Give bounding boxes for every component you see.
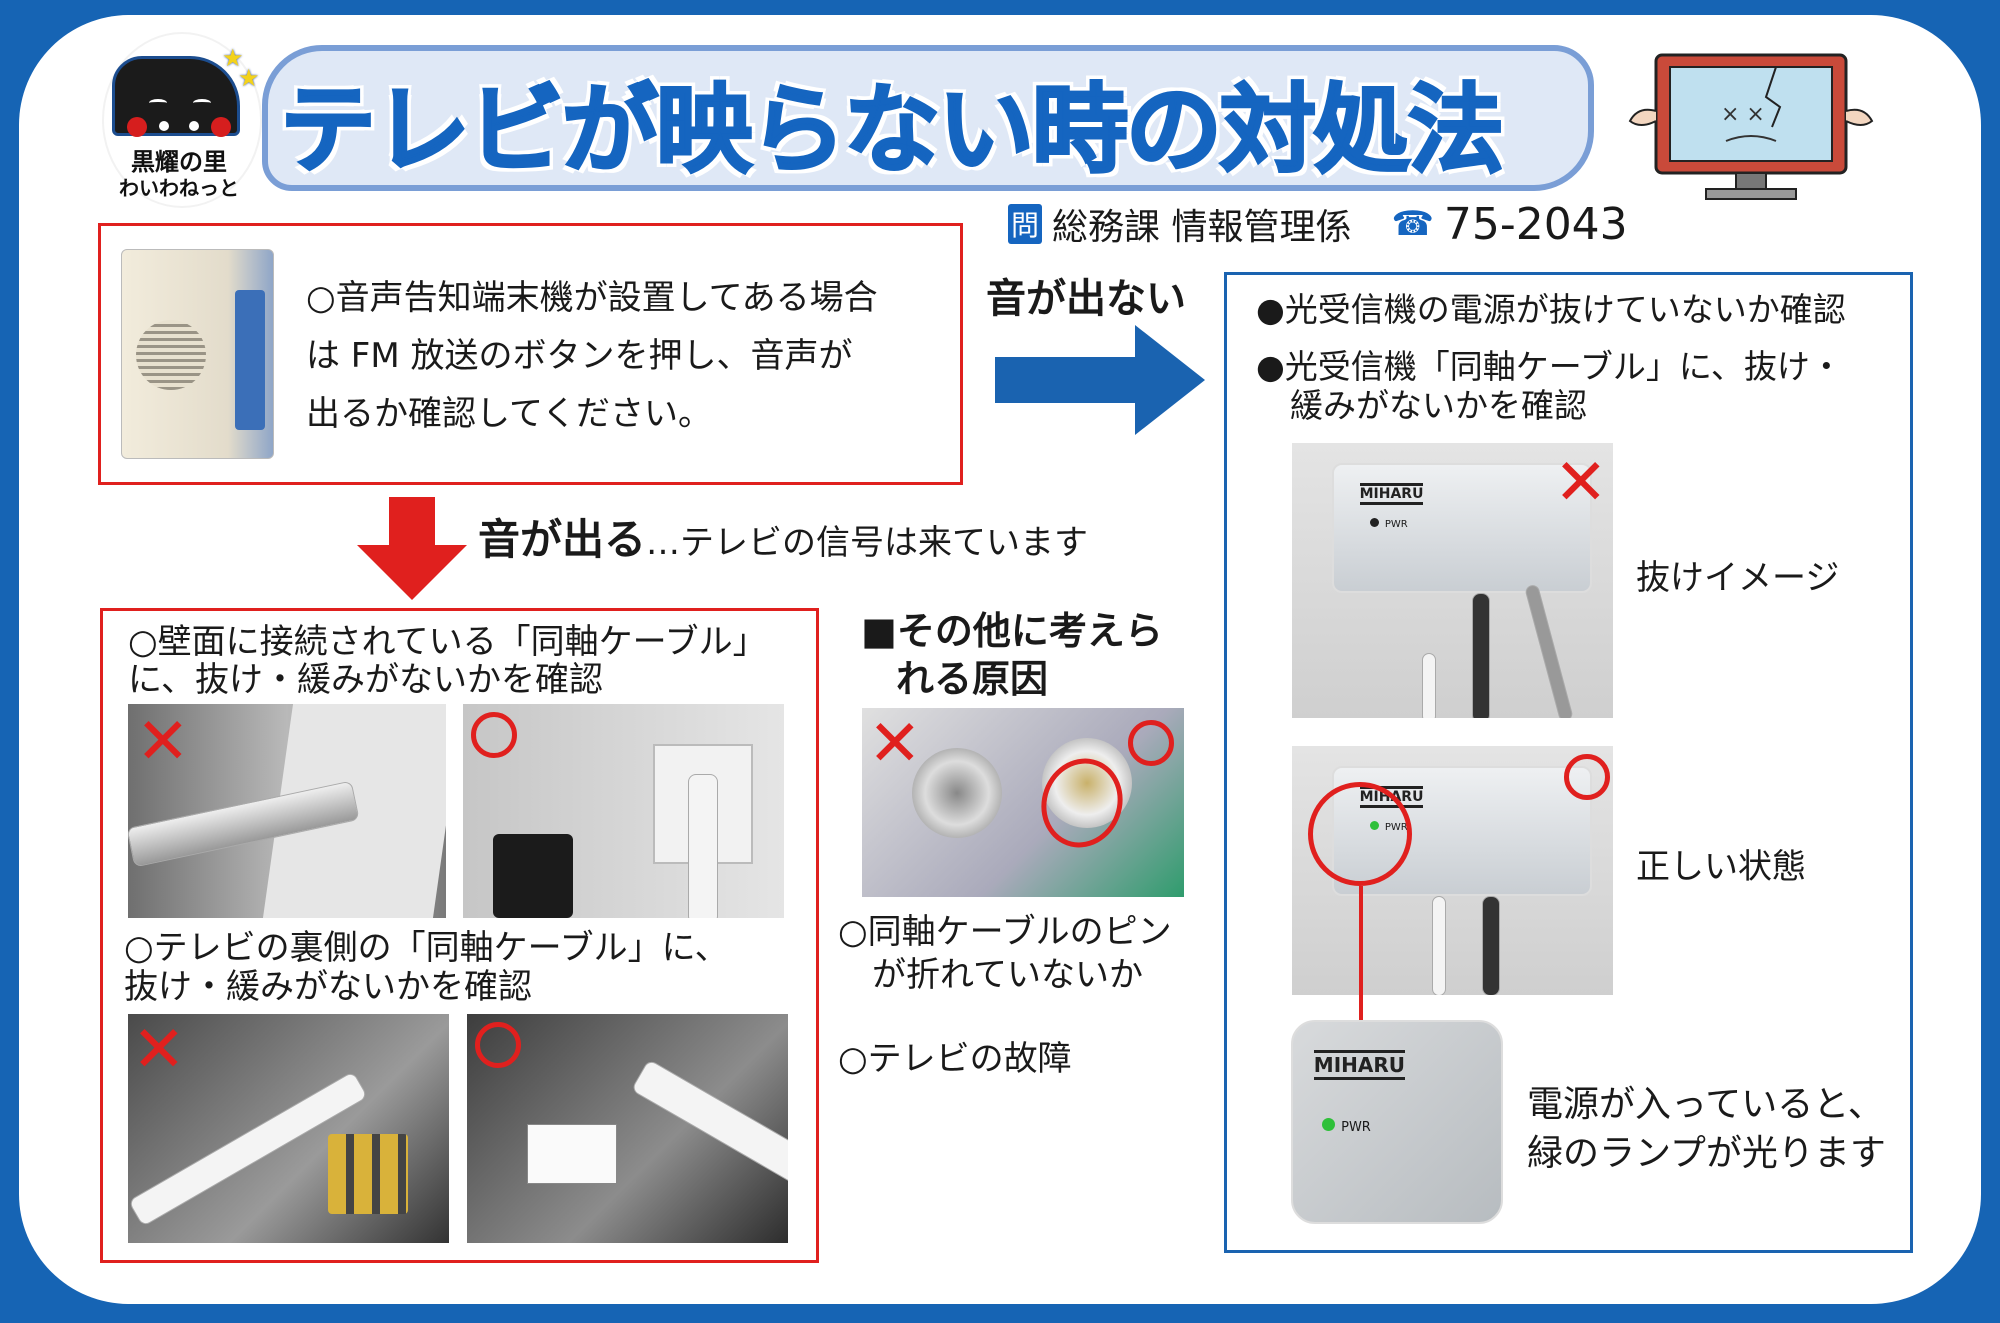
tv-failure-line: ○テレビの故障 xyxy=(838,1039,1072,1079)
svg-text:× ×: × × xyxy=(1721,102,1765,127)
wall-check-line: ○壁面に接続されている「同軸ケーブル」 xyxy=(128,622,767,662)
receiver-closeup-photo: MIHARU PWR xyxy=(1291,1020,1503,1224)
arrow-down-icon xyxy=(357,497,467,600)
sound-check-line: ○音声告知端末機が設置してある場合 xyxy=(306,278,878,318)
pin-check-line: ○同軸ケーブルのピン xyxy=(838,912,1172,952)
logo-subtext: わいわねっと xyxy=(119,176,239,200)
sound-ok-note: …テレビの信号は来ています xyxy=(646,523,1089,563)
tv-back-correct-photo xyxy=(467,1014,788,1243)
question-box-icon: 問 xyxy=(1008,204,1043,244)
cable-pin-photo: ✕ xyxy=(862,708,1184,897)
no-sound-label: 音が出ない xyxy=(986,276,1186,322)
contact-info: 問 総務課 情報管理係 ☎ 75-2043 xyxy=(1008,198,1628,250)
cross-mark-icon: ✕ xyxy=(136,705,190,779)
announcement-terminal-photo xyxy=(121,249,274,459)
page-title: テレビが映らない時の対処法 xyxy=(279,73,1506,188)
wall-cable-loose-photo: ✕ xyxy=(128,704,446,918)
tv-back-check-line: ○テレビの裏側の「同軸ケーブル」に、 xyxy=(124,928,729,968)
logo-text: 黒耀の里 xyxy=(131,148,227,176)
receiver-check-line: ●光受信機の電源が抜けていないか確認 xyxy=(1256,290,1846,329)
receiver-unplugged-photo: MIHARU PWR ✕ xyxy=(1292,443,1613,718)
phone-number: 75-2043 xyxy=(1443,198,1628,250)
unplugged-label: 抜けイメージ xyxy=(1636,558,1840,598)
correct-label: 正しい状態 xyxy=(1636,847,1806,887)
other-causes-heading: れる原因 xyxy=(896,657,1049,701)
power-led: PWR xyxy=(1369,517,1408,530)
circle-mark-icon xyxy=(471,712,517,758)
star-icon: ★ xyxy=(238,64,260,92)
broken-tv-icon: × × xyxy=(1628,53,1874,200)
cable-check-box xyxy=(100,608,819,1263)
device-brand: MIHARU xyxy=(1359,482,1424,505)
tv-back-loose-photo: ✕ xyxy=(128,1014,449,1243)
department: 総務課 情報管理係 xyxy=(1052,207,1352,248)
cross-mark-icon: ✕ xyxy=(132,1014,186,1087)
circle-mark-icon xyxy=(1128,720,1174,766)
star-icon: ★ xyxy=(222,44,244,72)
sound-check-box xyxy=(98,223,963,485)
callout-line xyxy=(1359,886,1363,1022)
sound-ok-label: 音が出る xyxy=(478,515,647,564)
other-causes-heading: ■その他に考えら xyxy=(861,609,1163,653)
wall-check-line: に、抜け・緩みがないかを確認 xyxy=(128,660,603,700)
lamp-note-line: 緑のランプが光ります xyxy=(1527,1133,1886,1174)
arrow-right-icon xyxy=(995,325,1205,435)
lamp-note-line: 電源が入っていると、 xyxy=(1527,1084,1884,1125)
pin-check-line: が折れていないか xyxy=(872,955,1143,995)
wall-cable-correct-photo xyxy=(463,704,784,918)
telephone-icon: ☎ xyxy=(1391,204,1434,244)
device-brand: MIHARU xyxy=(1313,1050,1405,1080)
sound-check-line: 出るか確認してください。 xyxy=(306,394,712,434)
sound-check-line: は FM 放送のボタンを押し、音声が xyxy=(306,336,853,376)
cross-mark-icon: ✕ xyxy=(1554,446,1608,520)
cross-mark-icon: ✕ xyxy=(868,708,922,781)
receiver-check-line: ●光受信機「同軸ケーブル」に、抜け・ xyxy=(1256,347,1843,386)
logo: ★ ★ 黒耀の里 わいわねっと xyxy=(104,34,260,206)
sound-ok-line: 音が出る…テレビの信号は来ています xyxy=(478,512,1088,569)
circle-mark-icon xyxy=(1564,754,1610,800)
receiver-check-box xyxy=(1224,272,1913,1253)
circle-mark-icon xyxy=(475,1022,521,1068)
tv-back-check-line: 抜け・緩みがないかを確認 xyxy=(124,967,532,1007)
receiver-check-line: 緩みがないかを確認 xyxy=(1290,386,1587,425)
title-banner xyxy=(262,45,1594,191)
power-led: PWR xyxy=(1322,1118,1371,1135)
